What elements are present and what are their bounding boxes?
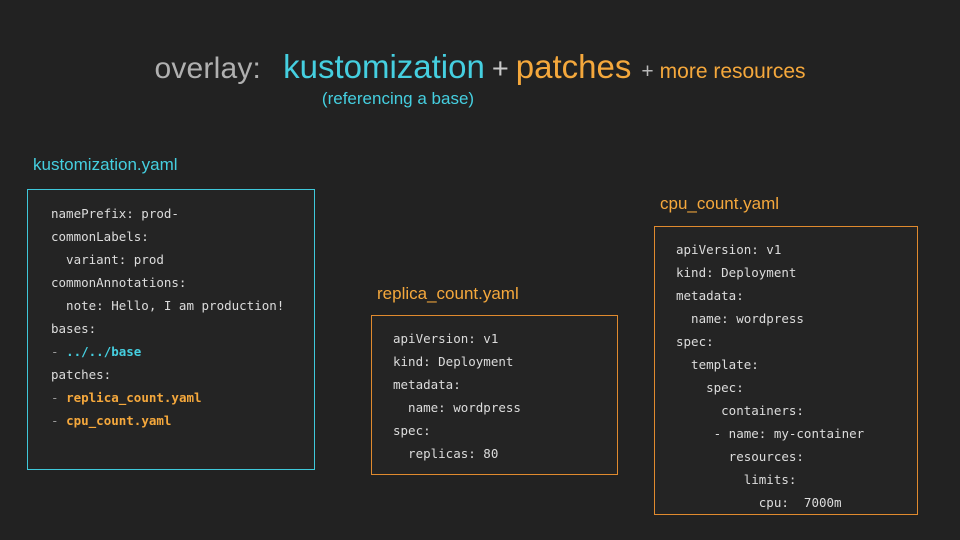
file-card-body — [654, 226, 918, 515]
file-card-label: cpu_count.yaml — [660, 194, 780, 213]
code-line: note: Hello, I am production! — [51, 298, 285, 313]
heading-patches: patches — [515, 48, 632, 85]
heading-overlay-label: overlay: — [154, 52, 262, 85]
code-line: apiVersion: v1 — [393, 331, 499, 346]
code-line: namePrefix: prod- — [51, 206, 179, 221]
code-line: - name: my-container — [676, 426, 865, 441]
code-line: - replica_count.yaml — [51, 390, 202, 405]
code-line: bases: — [51, 321, 97, 336]
code-line: containers: — [676, 403, 804, 418]
file-card-label: replica_count.yaml — [377, 284, 519, 303]
file-card-label: kustomization.yaml — [33, 155, 178, 174]
code-line: metadata: — [676, 288, 744, 303]
code-line: spec: — [676, 380, 744, 395]
code-line: cpu: 7000m — [676, 495, 842, 510]
code-line: metadata: — [393, 377, 461, 392]
heading-plus-1: + — [491, 53, 509, 85]
code-line: - ../../base — [51, 344, 142, 359]
code-line: variant: prod — [51, 252, 164, 267]
code-line: name: wordpress — [676, 311, 804, 326]
heading-plus-2: + — [641, 60, 654, 83]
code-line: limits: — [676, 472, 797, 487]
file-card-body — [27, 189, 315, 470]
code-line: spec: — [393, 423, 431, 438]
code-line: resources: — [676, 449, 804, 464]
heading-more-resources: more resources — [659, 60, 806, 83]
code-line: name: wordpress — [393, 400, 521, 415]
code-line: apiVersion: v1 — [676, 242, 782, 257]
code-line: patches: — [51, 367, 112, 382]
code-line: - cpu_count.yaml — [51, 413, 172, 428]
code-line: kind: Deployment — [676, 265, 797, 280]
subheading-text: (referencing a base) — [321, 89, 475, 108]
code-line: commonLabels: — [51, 229, 149, 244]
slide-heading: overlay:kustomization+patches+more resou… — [0, 50, 960, 84]
file-card-body — [371, 315, 618, 475]
code-line: commonAnnotations: — [51, 275, 187, 290]
code-line: kind: Deployment — [393, 354, 514, 369]
code-line: spec: — [676, 334, 714, 349]
code-block: namePrefix: prod-commonLabels: variant: … — [51, 202, 284, 432]
heading-kustomization: kustomization — [283, 48, 485, 85]
slide-subheading: (referencing a base) — [0, 89, 960, 109]
code-line: template: — [676, 357, 759, 372]
code-line: replicas: 80 — [393, 446, 499, 461]
